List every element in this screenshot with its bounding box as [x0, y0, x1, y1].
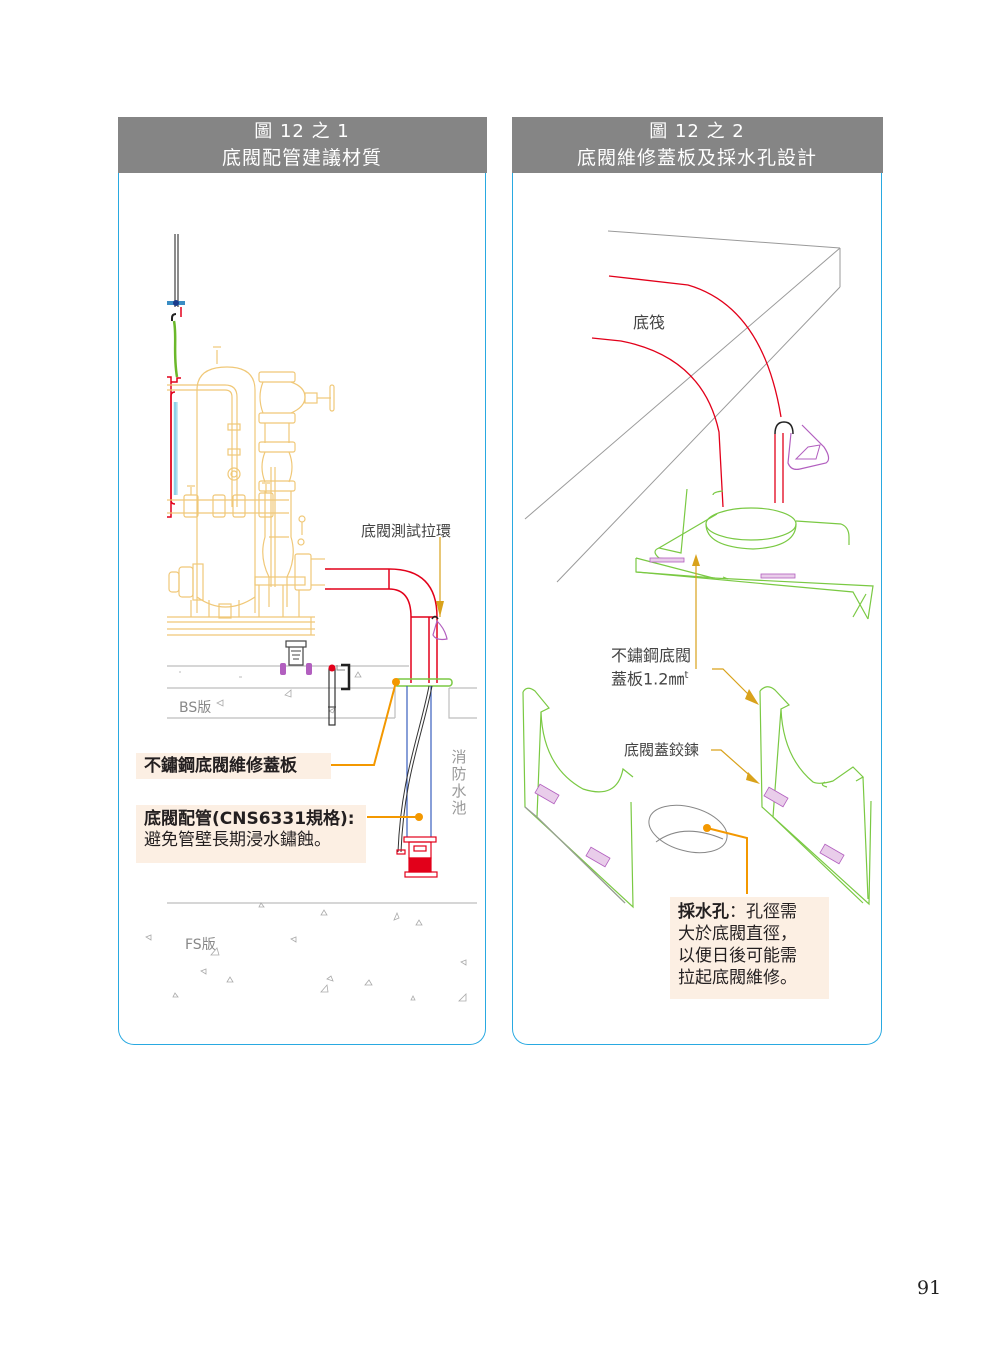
label-bs-slab: BS版: [179, 700, 212, 716]
callout-cover-plate-text: 不鏽鋼底閥維修蓋板: [144, 756, 297, 776]
label-hinge: 底閥蓋鉸鍊: [624, 741, 700, 759]
page-number: 91: [917, 1277, 942, 1299]
figure-panel-12-2: 圖 12 之 2 底閥維修蓋板及採水孔設計: [511, 117, 883, 1045]
foot-valve-pipe: [591, 275, 784, 508]
figure-number: 圖 12 之 2: [649, 121, 745, 142]
leader-cover-plate: [331, 678, 400, 766]
vertical-supply-pipe: [167, 234, 185, 378]
leader-hinge: [711, 749, 760, 784]
drain-bracket: [328, 663, 351, 726]
test-pull-ring: [431, 615, 448, 641]
figure-header: 圖 12 之 2 底閥維修蓋板及採水孔設計: [511, 117, 883, 173]
callout-piping-desc: 避免管壁長期浸水鏽蝕。: [144, 830, 331, 850]
callout-hole-desc-4: 拉起底閥維修。: [678, 968, 797, 988]
test-pull-ring: [774, 421, 830, 470]
label-raft: 底筏: [633, 313, 666, 332]
leader-sampling-hole: [703, 824, 748, 894]
suction-pipe: [397, 685, 433, 853]
leader-piping: [367, 813, 423, 821]
figure-number: 圖 12 之 1: [254, 121, 350, 142]
cover-leaf-left: [522, 687, 634, 909]
callout-cover-plate: 不鏽鋼底閥維修蓋板: [136, 753, 331, 779]
foot-valve-pipe: [325, 568, 438, 683]
figure-header: 圖 12 之 1 底閥配管建議材質: [117, 117, 487, 173]
raft-slab: [524, 230, 841, 583]
figure-title: 底閥維修蓋板及採水孔設計: [576, 147, 817, 169]
label-fire-pool: 消防水池: [451, 748, 467, 817]
foot-valve-piping-diagram: [145, 234, 477, 1002]
cover-plate: [635, 488, 874, 620]
cover-plate: [393, 678, 453, 687]
fs-slab: [145, 902, 477, 1002]
label-cover-plate: 不鏽鋼底閥 蓋板1.2㎜t: [611, 646, 691, 689]
cover-plate-hinges: [649, 557, 796, 579]
label-test-ring: 底閥測試拉環: [361, 522, 452, 540]
callout-hole-title: 採水孔: [678, 902, 729, 922]
callout-hole-desc-3: 以便日後可能需: [678, 946, 797, 966]
callout-piping-title: 底閥配管(CNS6331規格):: [144, 809, 355, 829]
callout-hole-desc-2: 大於底閥直徑，: [678, 924, 797, 944]
label-cover-plate-line2: 蓋板1.2㎜: [611, 669, 685, 689]
leader-test-ring: [436, 537, 444, 617]
figure-title: 底閥配管建議材質: [221, 147, 382, 169]
label-fs-slab: FS版: [185, 937, 216, 953]
hinge-icons: [534, 783, 845, 868]
water-level-gauge: [167, 376, 181, 518]
callout-piping: 底閥配管(CNS6331規格): 避免管壁長期浸水鏽蝕。: [136, 805, 366, 863]
sampling-hole: [648, 804, 728, 854]
leader-cover-plate: [692, 554, 759, 705]
callout-sampling-hole: 採水孔：孔徑需 大於底閥直徑， 以便日後可能需 拉起底閥維修。: [670, 897, 829, 999]
cover-plate-and-hole-diagram: [522, 230, 874, 909]
cover-leaf-right: [759, 686, 872, 906]
label-cover-plate-line1: 不鏽鋼底閥: [611, 646, 692, 665]
figure-panel-12-1: 圖 12 之 1 底閥配管建議材質: [117, 117, 487, 1045]
bs-slab: [167, 665, 477, 719]
callout-hole-desc-1: ：孔徑需: [729, 902, 797, 922]
foot-valve: [396, 836, 438, 878]
pump-and-pressure-tank: [167, 346, 335, 636]
vibration-isolator: [280, 640, 312, 675]
label-cover-plate-sup: t: [684, 670, 689, 681]
